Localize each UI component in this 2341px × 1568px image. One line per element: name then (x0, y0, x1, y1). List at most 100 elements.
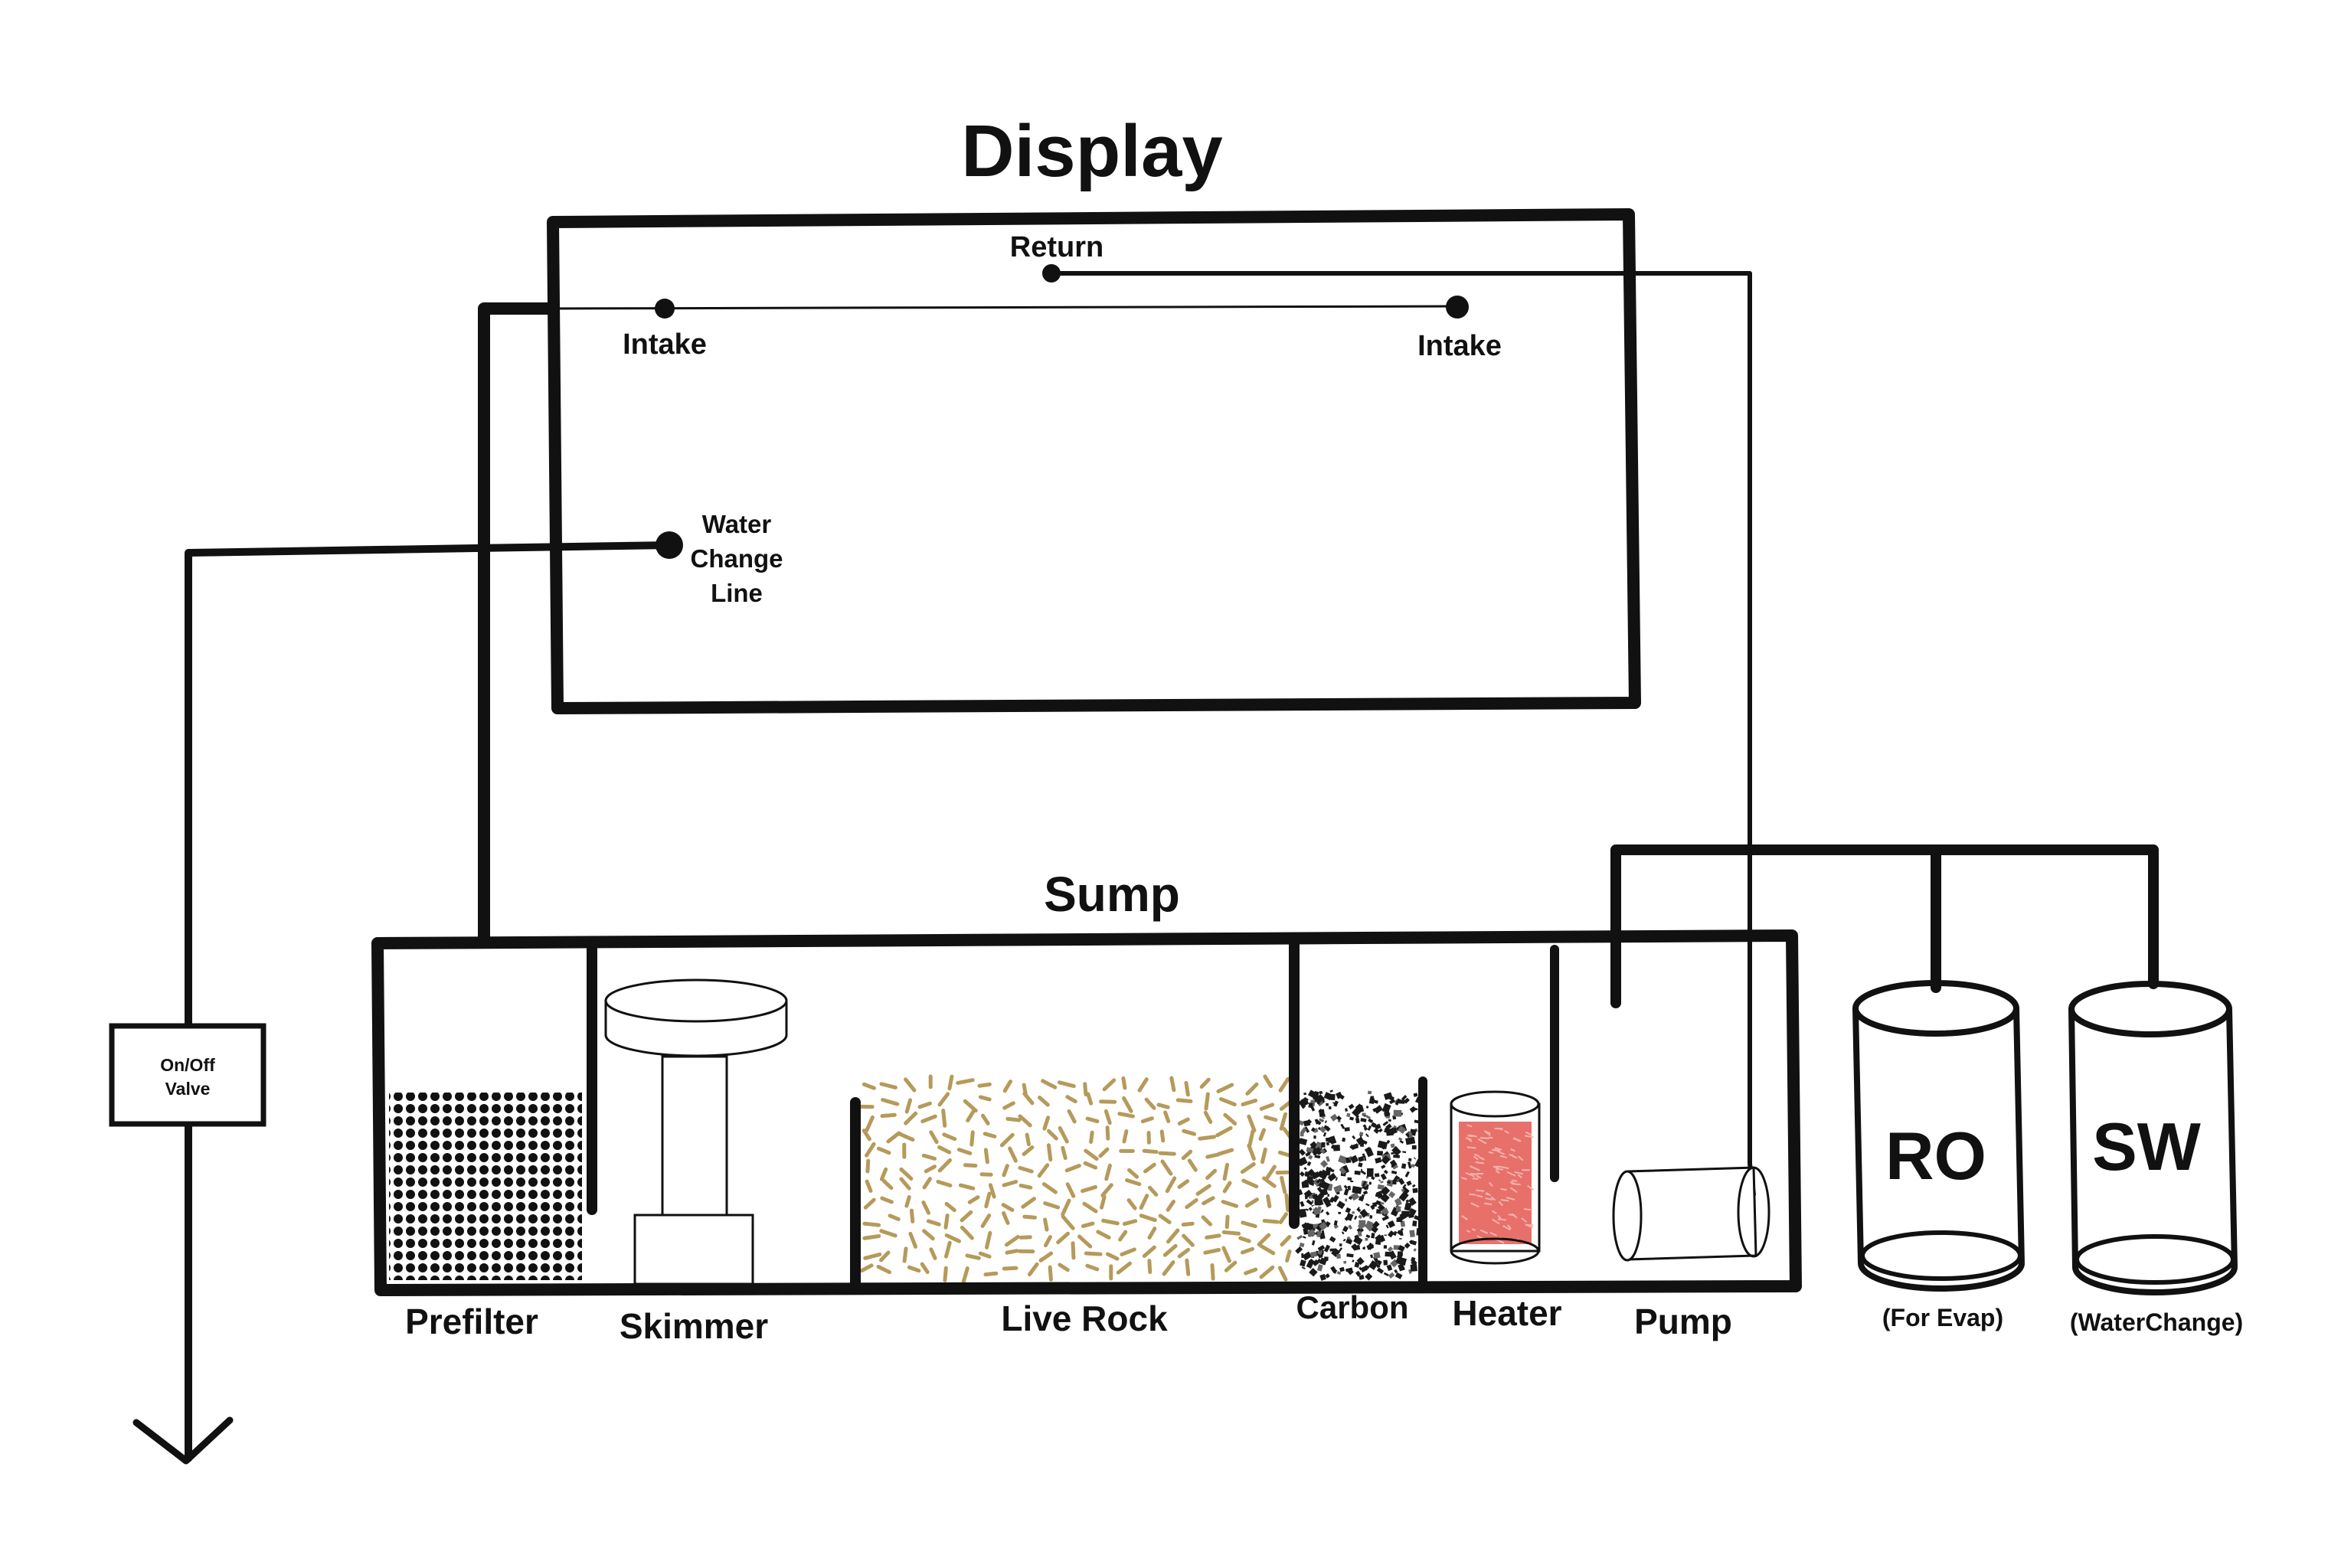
carbon-granule (1380, 1201, 1385, 1205)
heater-texture-mark (1472, 1178, 1479, 1180)
heater-texture-mark (1513, 1137, 1520, 1142)
carbon-granule (1318, 1252, 1324, 1258)
carbon-granule (1398, 1266, 1405, 1272)
heater-texture-mark (1469, 1193, 1476, 1196)
carbon-granule (1365, 1265, 1370, 1269)
live-rock-piece (1140, 1116, 1154, 1124)
heater-texture-mark (1497, 1127, 1503, 1131)
live-rock-piece (1203, 1248, 1221, 1255)
live-rock-piece (1064, 1164, 1081, 1173)
live-rock-piece (960, 1225, 974, 1240)
carbon-granule (1328, 1138, 1333, 1144)
carbon-granule (1371, 1226, 1378, 1233)
sump-title: Sump (1044, 867, 1180, 922)
live-rock-piece (1205, 1233, 1221, 1240)
carbon-granule (1300, 1259, 1306, 1267)
live-rock-piece (1266, 1194, 1272, 1209)
live-rock-piece (1216, 1083, 1234, 1093)
carbon-granule (1327, 1172, 1337, 1182)
live-rock-piece (1156, 1102, 1170, 1109)
live-rock-piece (886, 1131, 901, 1144)
carbon-granule (1408, 1158, 1412, 1161)
down-arrow-icon (132, 1416, 234, 1465)
live-rock-piece (1121, 1076, 1127, 1090)
prefilter-media (389, 1093, 582, 1280)
carbon-granule (1389, 1159, 1398, 1168)
carbon-granule (1299, 1242, 1305, 1248)
live-rock-piece (1221, 1246, 1231, 1263)
manifold-pipe (1610, 844, 2159, 1008)
carbon-granule (1336, 1200, 1345, 1210)
carbon-granule (1374, 1123, 1381, 1130)
carbon-granule (1409, 1106, 1417, 1113)
carbon-granule (1357, 1207, 1360, 1210)
carbon-granule (1339, 1167, 1347, 1175)
live-rock-piece (1002, 1210, 1010, 1225)
live-rock-piece (1195, 1184, 1211, 1196)
carbon-granule (1388, 1272, 1395, 1279)
live-rock-piece (899, 1177, 911, 1191)
carbon-granule (1386, 1181, 1391, 1184)
carbon-granule (1383, 1169, 1388, 1174)
carbon-granule (1299, 1208, 1306, 1216)
live-rock-piece (980, 1113, 990, 1125)
heater-texture-mark (1477, 1138, 1487, 1145)
carbon-granule (1321, 1230, 1325, 1236)
carbon-granule (1375, 1191, 1384, 1199)
live-rock-piece (1043, 1201, 1061, 1210)
carbon-granule (1373, 1099, 1378, 1104)
live-rock-piece (1065, 1095, 1077, 1104)
heater-texture-mark (1478, 1156, 1485, 1161)
live-rock-piece (1005, 1116, 1022, 1122)
live-rock-piece (1038, 1096, 1050, 1107)
live-rock-piece (876, 1265, 892, 1275)
heater-texture-mark (1504, 1130, 1509, 1134)
sump-tank: Sump (371, 867, 1802, 1346)
carbon-granule (1360, 1118, 1367, 1122)
carbon-granule (1345, 1213, 1354, 1221)
live-rock-piece (1259, 1102, 1275, 1111)
carbon-granule (1324, 1120, 1328, 1124)
carbon-granule (1371, 1233, 1375, 1239)
live-rock-piece (1222, 1162, 1230, 1181)
heater-texture-mark (1496, 1168, 1504, 1171)
heater-texture-mark (1506, 1197, 1515, 1200)
carbon-granule (1380, 1173, 1387, 1181)
carbon-granule (1361, 1168, 1363, 1172)
carbon-granule (1370, 1122, 1377, 1128)
on-off-valve[interactable]: On/Off Valve (109, 1023, 266, 1127)
carbon-granule (1329, 1093, 1336, 1101)
carbon-granule (1310, 1127, 1316, 1132)
carbon-granule (1365, 1203, 1370, 1207)
live-rock-piece (920, 1114, 937, 1124)
overflow-drain-pipe (478, 302, 557, 948)
live-rock-piece (1061, 1198, 1071, 1217)
carbon-granule (1333, 1223, 1339, 1229)
carbon-granule (1303, 1126, 1310, 1133)
heater-texture-mark (1493, 1165, 1499, 1169)
live-rock-piece (862, 1082, 876, 1090)
carbon-granule (1345, 1108, 1349, 1112)
carbon-granule (1408, 1213, 1414, 1219)
carbon-granule (1358, 1274, 1365, 1280)
live-rock-piece (899, 1167, 914, 1181)
carbon-granule (1391, 1145, 1401, 1156)
heater-texture-mark (1489, 1181, 1493, 1187)
live-rock-piece (1143, 1162, 1156, 1174)
carbon-granule (1339, 1243, 1342, 1246)
live-rock-piece (1082, 1201, 1098, 1214)
carbon-granule (1311, 1204, 1314, 1207)
carbon-granule (1322, 1196, 1331, 1205)
carbon-granule (1323, 1244, 1331, 1253)
valve-box[interactable] (109, 1023, 266, 1127)
carbon-granule (1407, 1161, 1412, 1169)
carbon-granule (1325, 1210, 1330, 1216)
heater-texture-mark (1494, 1147, 1502, 1151)
heater-texture-mark (1488, 1151, 1494, 1155)
carbon-granule (1394, 1269, 1398, 1274)
live-rock-piece (1162, 1243, 1178, 1257)
live-rock-piece (1139, 1194, 1149, 1210)
live-rock-piece (1056, 1231, 1070, 1245)
carbon-granule (1355, 1117, 1360, 1124)
live-rock-piece (1241, 1220, 1257, 1229)
